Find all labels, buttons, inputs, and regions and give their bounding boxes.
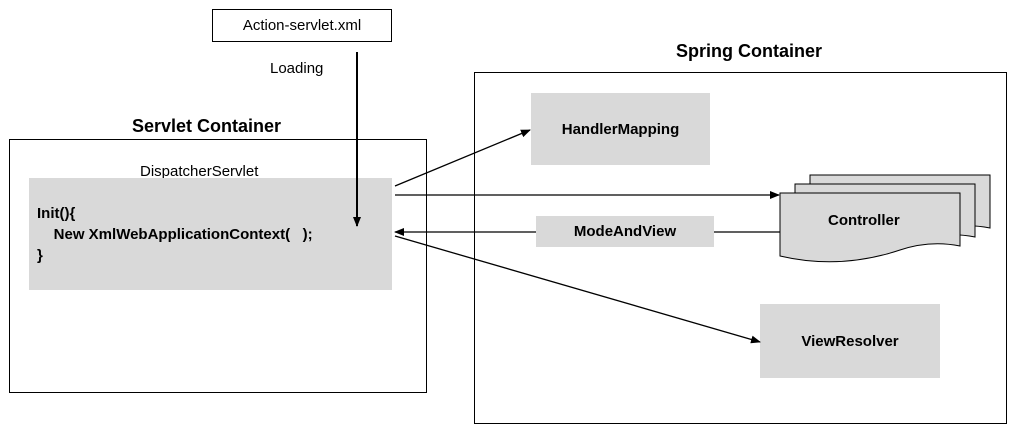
handler-mapping-label: HandlerMapping [561, 120, 680, 138]
view-resolver-label: ViewResolver [801, 332, 899, 350]
servlet-container-title: Servlet Container [132, 116, 282, 136]
servlet-container [9, 139, 427, 393]
arrow-to-handler-mapping [394, 129, 531, 187]
init-code-line-2: New XmlWebApplicationContext( ); [37, 226, 313, 243]
loading-label: Loading [270, 60, 324, 77]
dispatcher-servlet-box: Init(){ New XmlWebApplicationContext( );… [29, 178, 392, 290]
view-resolver-box: ViewResolver [760, 304, 940, 378]
init-code-line-1: Init(){ [37, 205, 76, 222]
controller-stack [779, 174, 991, 263]
handler-mapping-box: HandlerMapping [531, 93, 710, 165]
config-file-label: Action-servlet.xml [242, 17, 362, 34]
config-file-box: Action-servlet.xml [212, 9, 392, 42]
model-and-view-label: ModeAndView [573, 223, 677, 240]
init-code-line-3: } [37, 247, 43, 264]
model-and-view-box: ModeAndView [536, 216, 714, 247]
controller-label: Controller [828, 212, 900, 229]
spring-container-title: Spring Container [676, 41, 823, 61]
arrow-to-view-resolver [394, 235, 761, 344]
controller-doc-front [779, 192, 961, 263]
spring-container [474, 72, 1007, 424]
dispatcher-servlet-label: DispatcherServlet [140, 163, 259, 180]
